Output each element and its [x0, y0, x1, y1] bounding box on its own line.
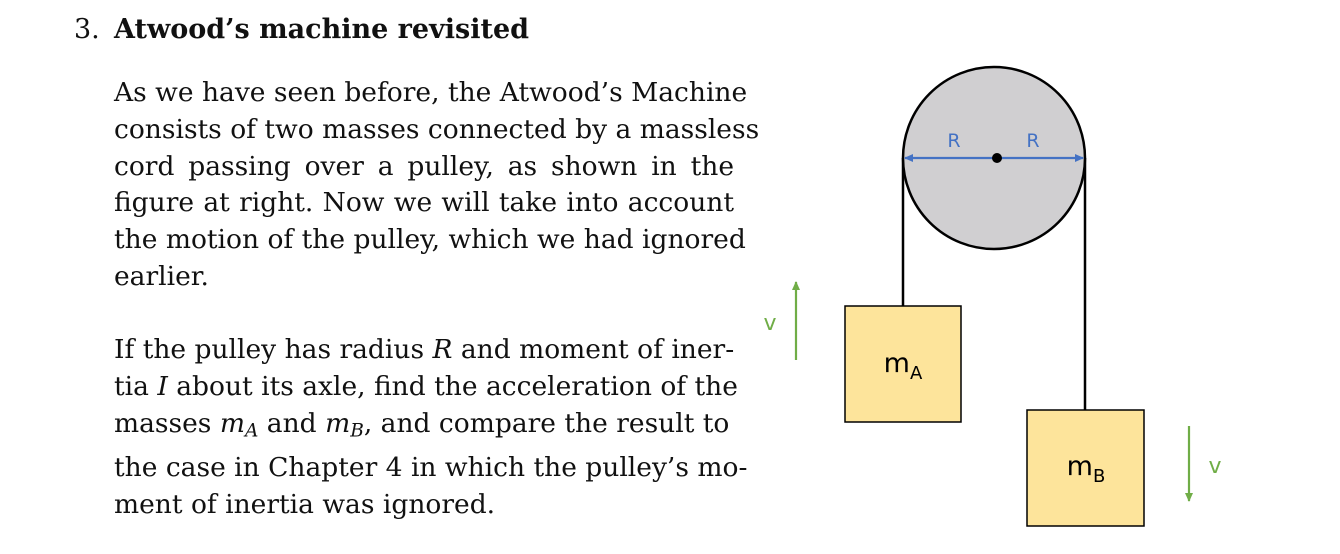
p1-line-2: consists of two masses connected by a ma…: [114, 113, 760, 145]
mass-b-variable: m: [325, 407, 351, 439]
paragraph-1: As we have seen before, the Atwood’s Mac…: [114, 75, 760, 296]
p1-line-4: figure at right. Now we will take into a…: [114, 187, 734, 219]
pulley-axle: [992, 153, 1002, 163]
p2-line-4: the case in Chapter 4 in which the pulle…: [114, 452, 748, 484]
p1-line-5: the motion of the pulley, which we had i…: [114, 224, 746, 256]
paragraph-2: If the pulley has radius R and moment of…: [114, 332, 748, 524]
problem-title: Atwood’s machine revisited: [114, 14, 530, 45]
mass-a-label: mA: [884, 348, 923, 384]
velocity-label-right: v: [1208, 454, 1221, 479]
problem-number: 3.: [74, 14, 100, 45]
p2-line-2: tia I about its axle, find the accelerat…: [114, 370, 738, 402]
p1-line-3: cord passing over a pulley, as shown in …: [114, 150, 734, 182]
radius-label-right: R: [1026, 130, 1039, 152]
p1-line-6: earlier.: [114, 260, 209, 292]
velocity-label-left: v: [763, 311, 776, 336]
p2-line-3: masses mA and mB, and compare the result…: [114, 407, 730, 442]
p2-line-5: ment of inertia was ignored.: [114, 488, 496, 520]
radius-label-left: R: [947, 130, 960, 152]
mass-b-block: [1026, 409, 1145, 527]
mass-b-label: mB: [1067, 451, 1106, 487]
mass-a-block: [844, 305, 962, 423]
mass-a-variable: m: [219, 407, 245, 439]
radius-variable: R: [432, 334, 453, 365]
p1-line-1: As we have seen before, the Atwood’s Mac…: [114, 77, 748, 108]
inertia-variable: I: [157, 370, 168, 402]
p2-line-1: If the pulley has radius R and moment of…: [114, 334, 735, 365]
